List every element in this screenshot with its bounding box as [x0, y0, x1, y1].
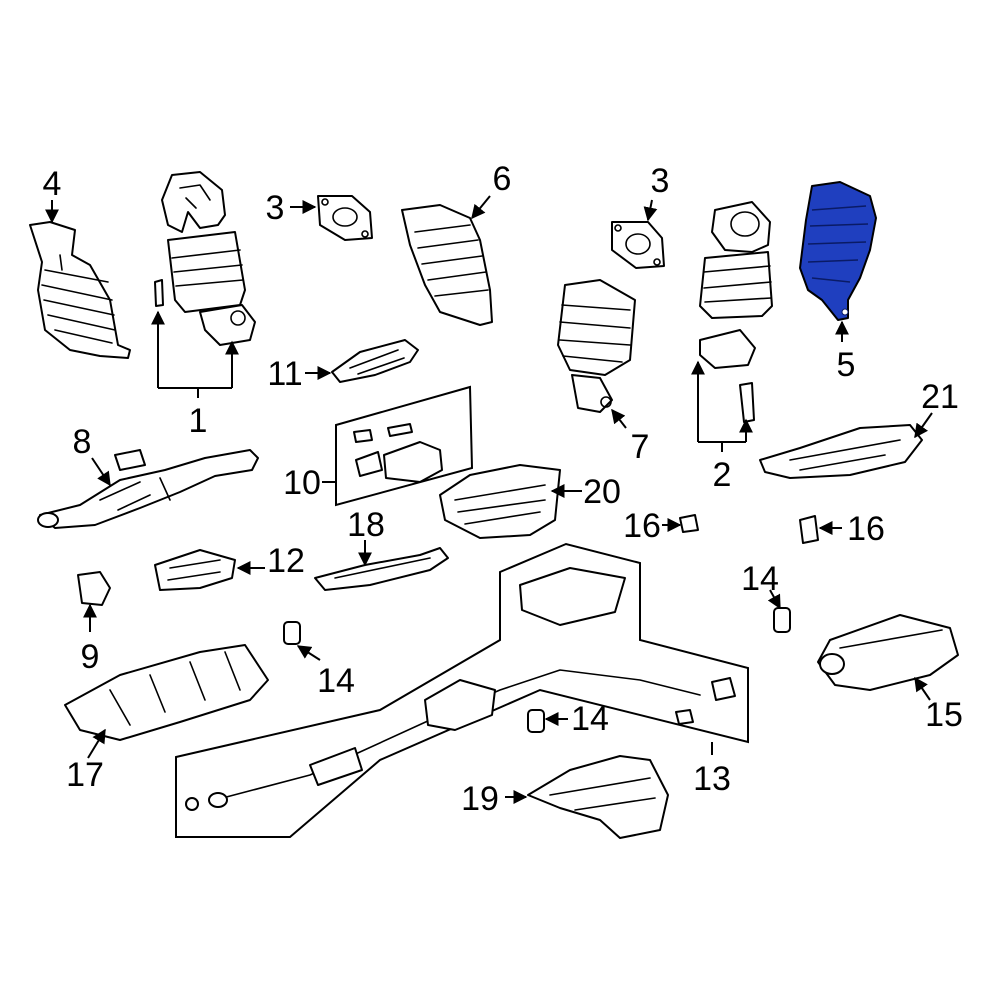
callout-4: 4 — [43, 165, 62, 203]
callout-7: 7 — [631, 428, 650, 466]
callout-16-right: 16 — [847, 510, 885, 548]
part-1-catalytic-converter[interactable] — [154, 171, 256, 346]
callout-3-left: 3 — [266, 189, 285, 227]
callout-2: 2 — [713, 456, 732, 494]
part-10-group[interactable] — [335, 385, 474, 507]
part-2-catalytic-converter[interactable] — [699, 201, 773, 423]
part-3-gasket-left[interactable] — [317, 195, 373, 241]
callout-6: 6 — [493, 160, 512, 198]
callout-1: 1 — [189, 402, 208, 440]
part-7-converter-shield[interactable] — [557, 279, 636, 413]
callout-17: 17 — [66, 756, 104, 794]
part-14-mount-center[interactable] — [527, 709, 545, 733]
part-18-heat-shield[interactable] — [314, 547, 449, 591]
callout-3-right: 3 — [651, 162, 670, 200]
part-9-bracket[interactable] — [77, 571, 111, 606]
callout-15: 15 — [925, 696, 963, 734]
part-3-gasket-right[interactable] — [611, 221, 665, 269]
part-4-heat-shield[interactable] — [29, 221, 131, 359]
callout-5: 5 — [837, 346, 856, 384]
callout-14-center: 14 — [571, 700, 609, 738]
part-20-heat-shield[interactable] — [439, 464, 561, 539]
callout-13: 13 — [693, 760, 731, 798]
part-12-heat-shield[interactable] — [154, 549, 236, 591]
callout-8: 8 — [73, 423, 92, 461]
callout-labels: 4 1 3 6 3 5 2 7 11 10 8 21 20 16 16 18 1… — [43, 160, 963, 818]
callout-18: 18 — [347, 506, 385, 544]
part-5-heat-shield-highlighted[interactable] — [799, 181, 877, 321]
part-16-bracket-left[interactable] — [679, 514, 699, 533]
part-8-front-pipe[interactable] — [37, 449, 259, 529]
part-15-muffler[interactable] — [817, 614, 959, 691]
part-16-bracket-right[interactable] — [799, 515, 819, 544]
part-6-heat-shield[interactable] — [401, 204, 493, 326]
part-21-heat-shield[interactable] — [759, 424, 923, 479]
callout-21: 21 — [921, 378, 959, 416]
part-13-exhaust-system[interactable] — [175, 542, 749, 838]
callout-19: 19 — [461, 780, 499, 818]
part-11-heat-shield[interactable] — [331, 339, 419, 383]
part-14-mount-left[interactable] — [283, 621, 301, 645]
callout-20: 20 — [583, 473, 621, 511]
part-19-heat-shield[interactable] — [527, 755, 669, 839]
part-14-mount-right[interactable] — [773, 607, 791, 633]
callout-14-upper-right: 14 — [741, 560, 779, 598]
callout-9: 9 — [81, 638, 100, 676]
callout-10: 10 — [283, 464, 321, 502]
callout-12: 12 — [267, 542, 305, 580]
callout-14-left: 14 — [317, 662, 355, 700]
callout-16-left: 16 — [623, 507, 661, 545]
leader-lines — [45, 195, 933, 804]
callout-11: 11 — [267, 355, 302, 393]
